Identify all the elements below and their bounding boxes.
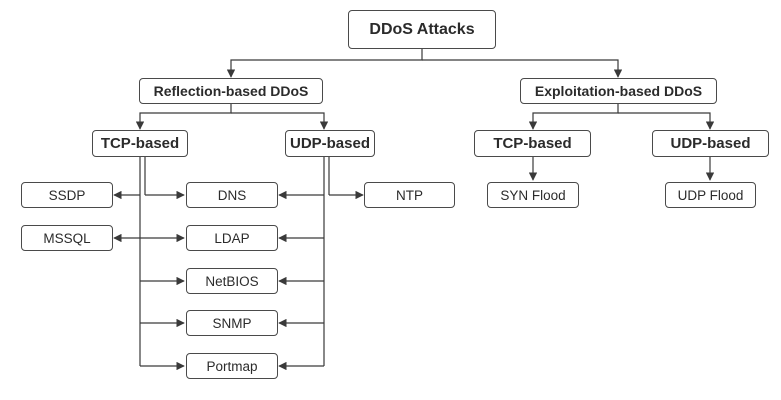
node-ddos-attacks: DDoS Attacks <box>348 10 496 49</box>
node-netbios: NetBIOS <box>186 268 278 294</box>
edge-reflection-udp <box>231 112 329 130</box>
node-mssql: MSSQL <box>21 225 113 251</box>
node-reflection-tcp-based: TCP-based <box>92 130 188 157</box>
edge-exploitation-udp <box>618 112 715 130</box>
node-portmap: Portmap <box>186 353 278 379</box>
node-syn-flood: SYN Flood <box>487 182 579 208</box>
node-exploitation-tcp-based: TCP-based <box>474 130 591 157</box>
node-dns: DNS <box>186 182 278 208</box>
node-ldap: LDAP <box>186 225 278 251</box>
node-reflection-udp-based: UDP-based <box>285 130 375 157</box>
node-exploitation-udp-based: UDP-based <box>652 130 769 157</box>
edge-root-reflection <box>226 49 423 78</box>
node-reflection-based-ddos: Reflection-based DDoS <box>139 78 323 104</box>
node-ssdp: SSDP <box>21 182 113 208</box>
node-snmp: SNMP <box>186 310 278 336</box>
edge-reflection-tcp <box>135 103 232 130</box>
node-ntp: NTP <box>364 182 455 208</box>
edge-exploitation-tcp <box>528 103 619 130</box>
node-udp-flood: UDP Flood <box>665 182 756 208</box>
node-exploitation-based-ddos: Exploitation-based DDoS <box>520 78 717 104</box>
edge-root-exploitation <box>422 59 623 78</box>
